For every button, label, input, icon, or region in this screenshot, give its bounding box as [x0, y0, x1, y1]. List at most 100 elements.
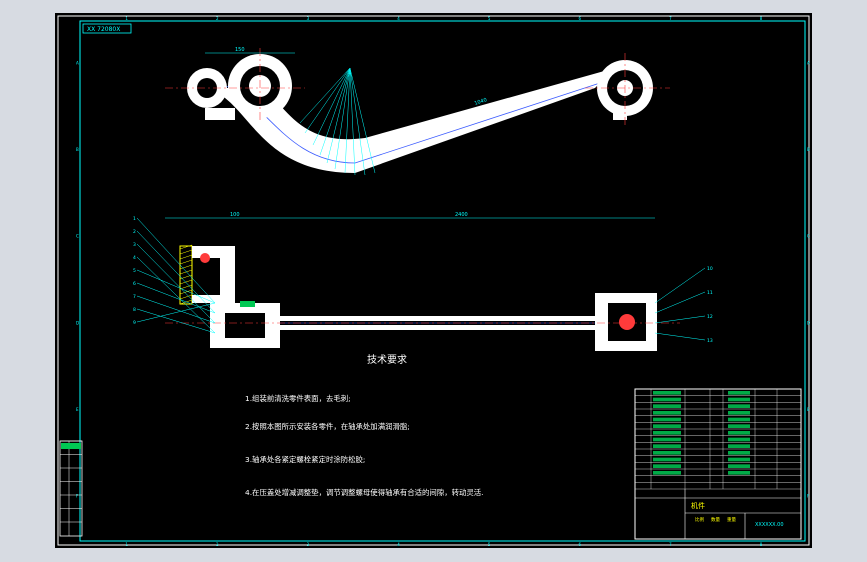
callout-label: 12	[707, 314, 713, 320]
border-marker-left: C	[76, 234, 79, 239]
callout-label: 7	[133, 294, 136, 300]
arm-body	[205, 68, 615, 173]
radius-leader	[349, 67, 376, 174]
drawing-number: XXXXXX.00	[755, 522, 784, 528]
callout-label: 2	[133, 229, 136, 235]
callout-leader	[654, 332, 706, 341]
bom-cell-material	[728, 437, 750, 442]
left-bearing-cavity	[225, 313, 265, 338]
callout-label: 1	[133, 216, 136, 222]
bom-cell-part	[653, 457, 681, 462]
bom-cell-part	[653, 464, 681, 468]
border-marker-left: A	[76, 60, 79, 65]
callout-leader	[136, 308, 216, 334]
tb-label-qty: 数量	[711, 516, 720, 523]
callout-label: 8	[133, 307, 136, 313]
border-marker-top: 8	[760, 16, 763, 21]
border-marker-bottom: 6	[578, 542, 581, 547]
callout-label: 6	[133, 281, 136, 287]
border-marker-right: C	[807, 234, 810, 239]
header-tag: XX 72080X	[87, 26, 120, 33]
hatch-line	[179, 244, 193, 250]
callout-leader	[136, 295, 216, 324]
outer-frame	[57, 15, 810, 546]
bom-cell-material	[728, 451, 750, 455]
hatch-line	[179, 289, 193, 295]
bom-cell-part	[653, 417, 681, 422]
callout-leader	[654, 291, 706, 314]
bom-cell-material	[728, 391, 750, 395]
bom-cell-material	[728, 431, 750, 435]
border-marker-top: 3	[307, 16, 310, 21]
tb-label-scale: 比例	[695, 516, 704, 523]
border-marker-top: 7	[669, 16, 672, 21]
border-marker-right: D	[807, 320, 810, 325]
border-marker-top: 4	[397, 16, 400, 21]
border-marker-right: A	[807, 60, 810, 65]
hatch-line	[179, 254, 193, 260]
bom-cell-part	[653, 471, 681, 475]
bom-cell-material	[728, 471, 750, 475]
bom-cell-part	[653, 404, 681, 408]
bom-cell-material	[728, 464, 750, 468]
radius-leader	[326, 67, 351, 164]
border-marker-bottom: 2	[216, 542, 219, 547]
hatch-line	[179, 269, 193, 275]
title-block: 机件 XXXXXX.00 比例 数量 重量	[634, 388, 802, 540]
border-marker-left: D	[76, 320, 79, 325]
callout-leader	[136, 256, 216, 334]
callout-leader	[136, 282, 216, 314]
bom-cell-part	[653, 444, 681, 448]
border-marker-bottom: 1	[125, 542, 128, 547]
bom-cell-part	[653, 424, 681, 428]
hatch-line	[179, 294, 193, 300]
callout-leader	[136, 269, 216, 304]
hatch-line	[179, 249, 193, 255]
header-tag-box	[82, 23, 132, 34]
requirement-4: 4.在压盖处增减调整垫，调节调整螺母使得轴承有合适的间隙，转动灵活.	[245, 488, 484, 497]
radius-leader	[299, 67, 351, 124]
border-marker-bottom: 5	[488, 542, 491, 547]
bom-cell-part	[653, 451, 681, 455]
border-marker-bottom: 7	[669, 542, 672, 547]
border-marker-top: 6	[578, 16, 581, 21]
radius-leader	[312, 67, 351, 146]
left-foot	[205, 108, 235, 120]
callout-label: 13	[707, 338, 713, 344]
dim-top-long: 1040	[474, 97, 488, 107]
border-marker-top: 5	[488, 16, 491, 21]
bracket-pin	[200, 253, 210, 263]
requirement-3: 3.轴承处各紧定螺栓紧定时涂防松胶;	[245, 455, 365, 464]
callout-label: 11	[707, 290, 713, 296]
bom-cell-material	[728, 411, 750, 415]
dim-top-left: 150	[235, 47, 245, 53]
hatch-line	[179, 259, 193, 265]
callout-leader	[136, 243, 216, 324]
border-marker-bottom: 4	[397, 542, 400, 547]
bom-cell-material	[728, 417, 750, 422]
bom-cell-material	[728, 397, 750, 402]
bom-cell-part	[653, 411, 681, 415]
callout-leader	[654, 315, 706, 324]
hatch-line	[179, 284, 193, 290]
strip-label-block	[61, 443, 81, 449]
bom-cell-material	[728, 404, 750, 408]
bracket-body	[192, 246, 235, 303]
border-marker-right: B	[807, 147, 810, 152]
bom-cell-material	[728, 457, 750, 462]
top-view: 150 1040	[165, 47, 670, 176]
callout-label: 10	[707, 266, 713, 272]
callout-label: 9	[133, 320, 136, 326]
bom-cell-part	[653, 437, 681, 442]
border-marker-top: 2	[216, 16, 219, 21]
bom-cell-part	[653, 431, 681, 435]
callout-leader	[136, 230, 216, 314]
dim-elev-main: 2400	[455, 212, 468, 218]
callout-label: 5	[133, 268, 136, 274]
radius-leader	[349, 67, 366, 176]
radius-leader	[304, 67, 351, 134]
radius-leaders	[299, 67, 376, 176]
